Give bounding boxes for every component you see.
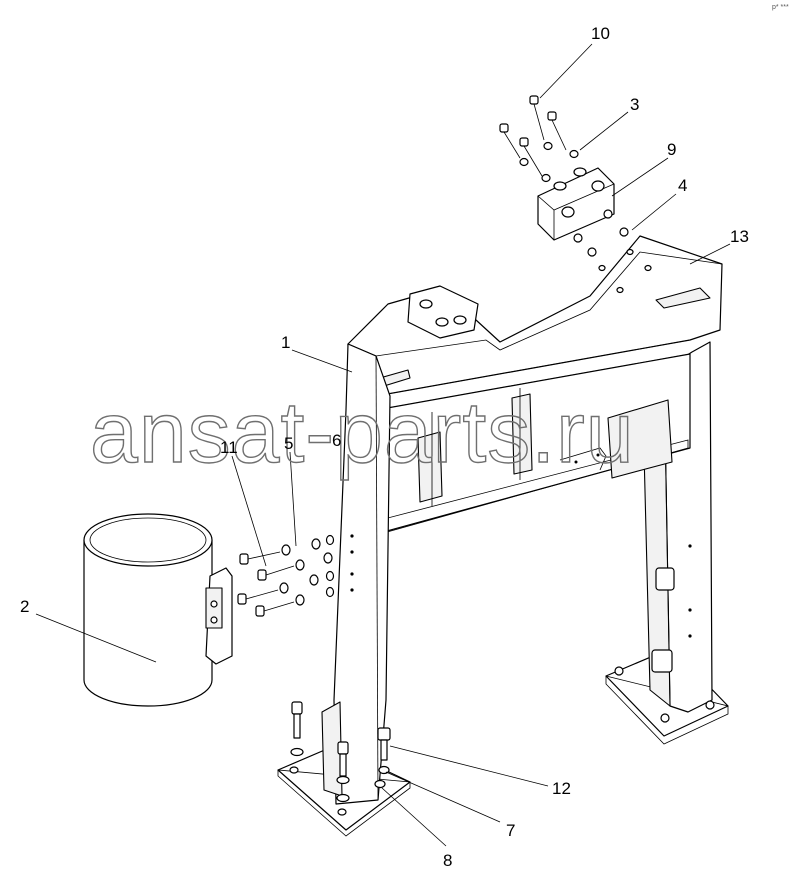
leader-lines	[35, 43, 731, 847]
callout-6: 6	[332, 431, 341, 450]
cross-brace	[375, 353, 691, 535]
callout-3: 3	[630, 95, 639, 114]
callout-4: 4	[678, 176, 687, 195]
corner-mark: p* ***	[772, 4, 789, 11]
callout-12: 12	[552, 779, 571, 798]
callout-10: 10	[591, 24, 610, 43]
callout-13: 13	[730, 227, 749, 246]
callout-2: 2	[20, 597, 29, 616]
callouts: 10 3 9 4 13 1 11 5 6 2 12 7 8	[20, 24, 749, 870]
callout-1: 1	[281, 333, 290, 352]
top-beam	[347, 235, 723, 411]
callout-7: 7	[506, 821, 515, 840]
left-leg	[277, 343, 411, 837]
callout-11: 11	[220, 438, 238, 457]
callout-8: 8	[443, 851, 452, 870]
side-bolts	[237, 534, 335, 617]
cylinder-holder	[83, 513, 233, 707]
callout-9: 9	[667, 140, 676, 159]
top-clamp	[499, 95, 652, 294]
callout-5: 5	[284, 434, 293, 453]
foot-bolts	[290, 701, 391, 803]
watermark-text: ansat-parts.ru	[90, 385, 635, 481]
